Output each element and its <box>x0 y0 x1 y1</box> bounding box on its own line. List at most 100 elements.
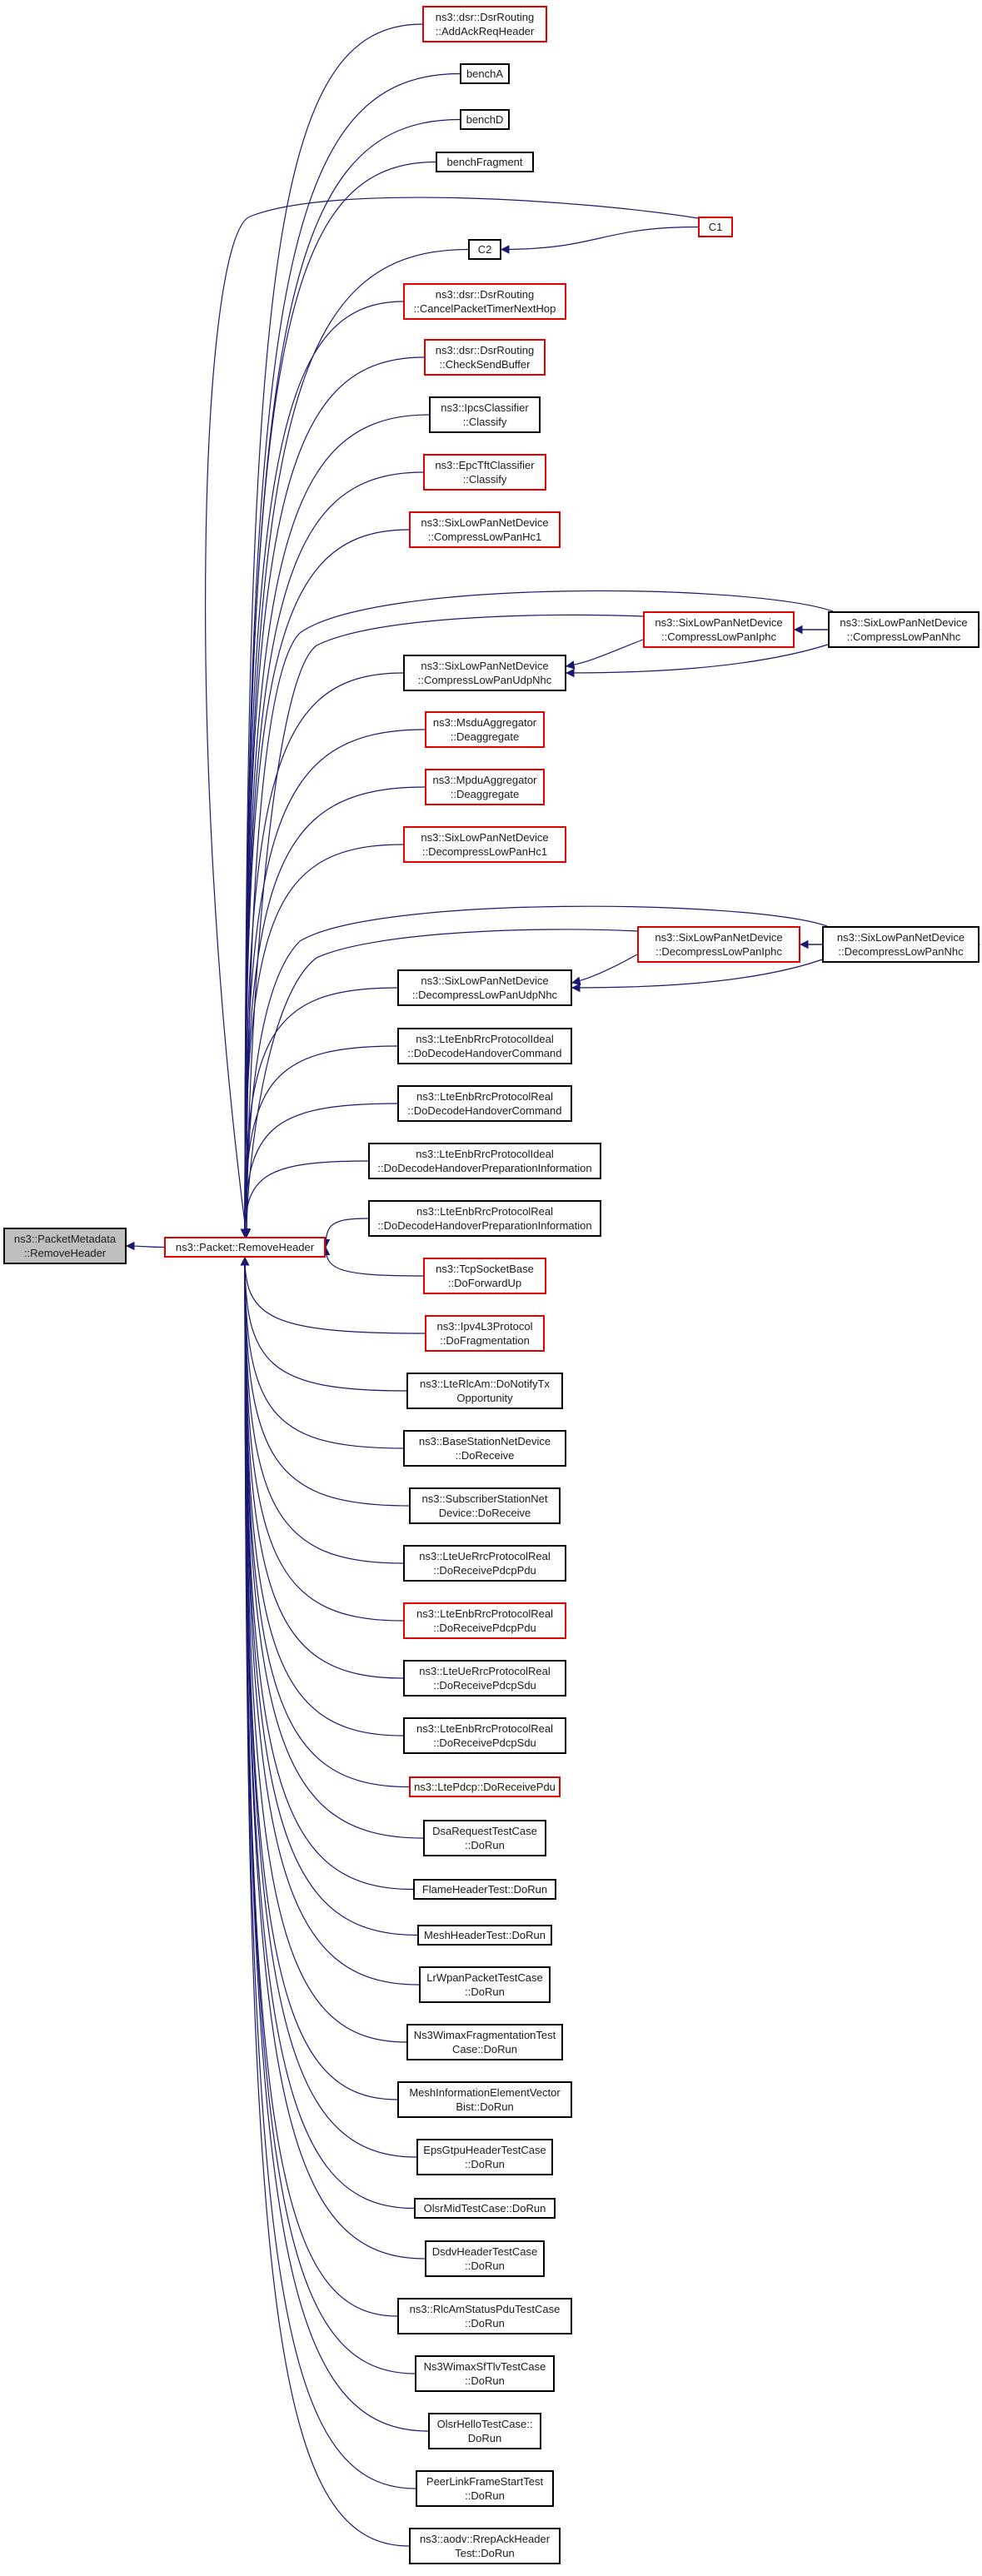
node-bs-do-receive[interactable]: ns3::BaseStationNetDevice::DoReceive <box>403 1430 566 1467</box>
node-msdu-deaggregate[interactable]: ns3::MsduAggregator::Deaggregate <box>425 711 545 748</box>
edge-enb-real-handover-prep-to-packet-remove-header <box>321 1218 369 1248</box>
node-bench-fragment[interactable]: benchFragment <box>436 152 534 172</box>
node-enb-ideal-handover-cmd[interactable]: ns3::LteEnbRrcProtocolIdeal::DoDecodeHan… <box>397 1028 572 1064</box>
node-label-line: ns3::IpcsClassifier <box>441 401 529 414</box>
node-ipcs-classifier[interactable]: ns3::IpcsClassifier::Classify <box>429 396 541 433</box>
edge-compress-low-pan-iphc-to-packet-remove-header <box>242 614 644 1238</box>
node-compress-low-pan-hc1[interactable]: ns3::SixLowPanNetDevice::CompressLowPanH… <box>409 511 561 548</box>
node-label-line: ::DoRun <box>465 2374 505 2387</box>
node-decompress-low-pan-hc1[interactable]: ns3::SixLowPanNetDevice::DecompressLowPa… <box>403 826 566 863</box>
edge-eps-gtpu-header-test-to-packet-remove-header <box>240 1256 417 2158</box>
edge-ipv4l3-do-fragmentation-to-packet-remove-header <box>240 1256 426 1334</box>
node-cancel-packet-timer[interactable]: ns3::dsr::DsrRouting::CancelPacketTimerN… <box>403 283 566 320</box>
node-label-line: ::DoDecodeHandoverCommand <box>407 1104 562 1117</box>
node-label-line: Device::DoReceive <box>438 1507 531 1519</box>
node-label-line: ::DecompressLowPanHc1 <box>421 845 548 858</box>
node-bench-d[interactable]: benchD <box>460 109 510 130</box>
node-label-line: ::Classify <box>462 473 507 486</box>
edge-add-ack-req-header-to-packet-remove-header <box>240 23 423 1238</box>
node-decompress-low-pan-nhc[interactable]: ns3::SixLowPanNetDevice::DecompressLowPa… <box>822 926 980 963</box>
node-label-line: ::DoDecodeHandoverCommand <box>407 1047 562 1059</box>
node-c1[interactable]: C1 <box>698 217 733 237</box>
node-compress-low-pan-iphc[interactable]: ns3::SixLowPanNetDevice::CompressLowPanI… <box>643 611 795 648</box>
node-rlc-am-status-pdu-test[interactable]: ns3::RlcAmStatusPduTestCase::DoRun <box>397 2298 572 2334</box>
edge-lrwpan-packet-test-to-packet-remove-header <box>240 1256 420 1986</box>
node-decompress-low-pan-udp-nhc[interactable]: ns3::SixLowPanNetDevice::DecompressLowPa… <box>397 969 572 1006</box>
node-label-line: ::DoRun <box>465 1839 505 1851</box>
node-label-line: ns3::aodv::RrepAckHeader <box>419 2533 551 2545</box>
node-olsr-hello-test[interactable]: OlsrHelloTestCase::DoRun <box>428 2413 541 2449</box>
node-label-line: Ns3WimaxFragmentationTest <box>413 2029 556 2041</box>
node-label-line: ::DoRun <box>465 2489 505 2502</box>
node-bench-a[interactable]: benchA <box>460 63 510 84</box>
node-label-line: Test::DoRun <box>455 2547 515 2559</box>
node-label-line: LrWpanPacketTestCase <box>426 1971 543 1984</box>
node-enb-real-handover-cmd[interactable]: ns3::LteEnbRrcProtocolReal::DoDecodeHand… <box>397 1085 572 1122</box>
node-mesh-header-test[interactable]: MeshHeaderTest::DoRun <box>417 1925 552 1946</box>
edge-mesh-header-test-to-packet-remove-header <box>240 1256 418 1936</box>
node-label-line: ::DoRun <box>465 2260 505 2272</box>
node-mpdu-deaggregate[interactable]: ns3::MpduAggregator::Deaggregate <box>425 769 545 805</box>
node-label-line: ::RemoveHeader <box>23 1247 107 1259</box>
node-tcp-do-forward-up[interactable]: ns3::TcpSocketBase::DoForwardUp <box>423 1258 546 1294</box>
node-label-line: ns3::LteEnbRrcProtocolReal <box>416 1205 554 1218</box>
node-add-ack-req-header[interactable]: ns3::dsr::DsrRouting::AddAckReqHeader <box>422 6 547 42</box>
node-dsdv-header-test[interactable]: DsdvHeaderTestCase::DoRun <box>425 2240 545 2277</box>
node-label-line: MeshHeaderTest::DoRun <box>424 1929 546 1941</box>
node-packet-remove-header[interactable]: ns3::Packet::RemoveHeader <box>164 1237 326 1258</box>
edge-decompress-low-pan-nhc-to-decompress-low-pan-udp-nhc <box>571 957 828 993</box>
node-label-line: C2 <box>477 243 492 256</box>
node-label-line: ::CompressLowPanNhc <box>846 630 961 643</box>
node-label-line: Case::DoRun <box>451 2043 518 2055</box>
node-ue-real-pdcp-sdu[interactable]: ns3::LteUeRrcProtocolReal::DoReceivePdcp… <box>403 1660 566 1697</box>
node-label-line: ::DecompressLowPanNhc <box>838 945 964 958</box>
edge-enb-real-pdcp-pdu-to-packet-remove-header <box>240 1256 404 1622</box>
node-dsa-request-test[interactable]: DsaRequestTestCase::DoRun <box>423 1820 546 1856</box>
node-lte-pdcp-receive-pdu[interactable]: ns3::LtePdcp::DoReceivePdu <box>409 1776 561 1797</box>
node-label-line: FlameHeaderTest::DoRun <box>421 1883 548 1896</box>
node-label-line: ::DoForwardUp <box>447 1277 522 1289</box>
node-decompress-low-pan-iphc[interactable]: ns3::SixLowPanNetDevice::DecompressLowPa… <box>637 926 800 963</box>
edge-c1-to-packet-remove-header <box>205 197 699 1238</box>
node-label-line: ::DoDecodeHandoverPreparationInformation <box>377 1219 592 1232</box>
node-ipv4l3-do-fragmentation[interactable]: ns3::Ipv4L3Protocol::DoFragmentation <box>425 1315 545 1352</box>
node-label-line: Bist::DoRun <box>456 2100 514 2113</box>
node-lrwpan-packet-test[interactable]: LrWpanPacketTestCase::DoRun <box>419 1966 551 2003</box>
edge-cancel-packet-timer-to-packet-remove-header <box>240 301 404 1238</box>
node-label-line: ::DoRun <box>465 2158 505 2170</box>
node-wimax-sf-tlv-test[interactable]: Ns3WimaxSfTlvTestCase::DoRun <box>415 2355 555 2392</box>
node-olsr-mid-test[interactable]: OlsrMidTestCase::DoRun <box>414 2198 556 2219</box>
node-check-send-buffer[interactable]: ns3::dsr::DsrRouting::CheckSendBuffer <box>424 339 546 376</box>
node-enb-real-handover-prep[interactable]: ns3::LteEnbRrcProtocolReal::DoDecodeHand… <box>368 1200 601 1237</box>
edge-compress-low-pan-hc1-to-packet-remove-header <box>240 529 410 1238</box>
node-label-line: ns3::LtePdcp::DoReceivePdu <box>414 1781 556 1793</box>
node-flame-header-test[interactable]: FlameHeaderTest::DoRun <box>413 1879 556 1900</box>
node-label-line: ::CompressLowPanIphc <box>660 630 776 643</box>
node-label-line: ns3::SixLowPanNetDevice <box>840 616 968 629</box>
node-label-line: ::DecompressLowPanUdpNhc <box>411 989 558 1001</box>
node-label-line: ::DoDecodeHandoverPreparationInformation <box>377 1162 592 1174</box>
edge-compress-low-pan-udp-nhc-to-packet-remove-header <box>240 672 404 1238</box>
node-epc-tft-classifier[interactable]: ns3::EpcTftClassifier::Classify <box>423 454 546 491</box>
node-ue-real-pdcp-pdu[interactable]: ns3::LteUeRrcProtocolReal::DoReceivePdcp… <box>403 1545 566 1582</box>
node-label-line: ns3::LteEnbRrcProtocolReal <box>416 1090 554 1103</box>
node-compress-low-pan-udp-nhc[interactable]: ns3::SixLowPanNetDevice::CompressLowPanU… <box>403 655 566 691</box>
node-c2[interactable]: C2 <box>468 239 501 260</box>
node-label-line: EpsGtpuHeaderTestCase <box>423 2144 546 2156</box>
node-enb-real-pdcp-sdu[interactable]: ns3::LteEnbRrcProtocolReal::DoReceivePdc… <box>403 1717 566 1754</box>
node-label-line: ns3::LteRlcAm::DoNotifyTx <box>419 1378 551 1390</box>
node-label-line: ::DoReceivePdcpPdu <box>433 1564 536 1577</box>
node-label-line: ::AddAckReqHeader <box>435 25 535 37</box>
node-enb-ideal-handover-prep[interactable]: ns3::LteEnbRrcProtocolIdeal::DoDecodeHan… <box>368 1143 601 1179</box>
node-eps-gtpu-header-test[interactable]: EpsGtpuHeaderTestCase::DoRun <box>416 2139 553 2175</box>
node-enb-real-pdcp-pdu[interactable]: ns3::LteEnbRrcProtocolReal::DoReceivePdc… <box>403 1602 566 1639</box>
node-compress-low-pan-nhc[interactable]: ns3::SixLowPanNetDevice::CompressLowPanN… <box>828 611 980 648</box>
edge-decompress-low-pan-udp-nhc-to-packet-remove-header <box>240 987 398 1238</box>
node-label-line: benchFragment <box>446 156 523 168</box>
node-peer-link-frame-start-test[interactable]: PeerLinkFrameStartTest::DoRun <box>416 2470 554 2507</box>
